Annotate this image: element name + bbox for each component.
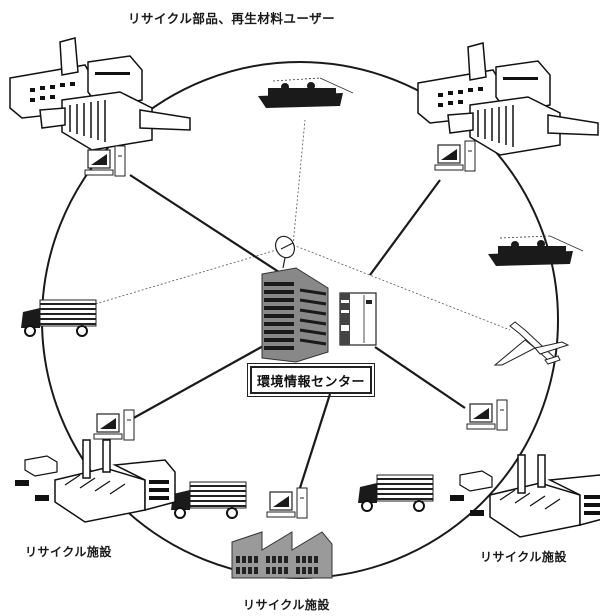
info-center-building-icon: [261, 267, 329, 363]
top-user-label: リサイクル部品、再生材料ユーザー: [128, 11, 336, 26]
ship-icon: [488, 235, 584, 266]
link-bottom-center: [298, 393, 332, 489]
airplane-icon: [493, 321, 570, 366]
info-center-label: 環境情報センター: [247, 363, 375, 397]
satellite-dish-icon: [275, 235, 295, 269]
satellite-links: [74, 119, 511, 331]
truck-icon: [21, 299, 97, 337]
factory-complex-icon: [9, 37, 191, 151]
ship-icon: [258, 77, 354, 108]
link-midleft-center: [129, 344, 266, 421]
link-midright-center: [374, 346, 466, 409]
computer-icon: [84, 145, 126, 177]
computer-icon: [434, 140, 476, 172]
sawtooth-factory-icon: [231, 531, 333, 579]
bottom-center-facility-label: リサイクル施設: [243, 598, 330, 612]
link-topright-center: [369, 179, 441, 276]
truck-icon: [358, 474, 434, 512]
server-rack-icon: [339, 292, 377, 346]
satellite-link-top: [292, 119, 306, 246]
satellite-link-right: [292, 244, 511, 331]
computer-icon: [466, 399, 508, 431]
factory-complex-icon: [417, 42, 599, 156]
truck-icon: [171, 481, 247, 519]
bottom-right-facility-label: リサイクル施設: [480, 550, 567, 564]
bottom-left-facility-label: リサイクル施設: [25, 545, 112, 559]
satellite-link-left: [74, 244, 294, 311]
computer-icon: [93, 409, 135, 441]
recycling-plant-icon: [14, 439, 176, 523]
recycling-plant-icon: [449, 454, 600, 538]
computer-icon: [266, 487, 308, 519]
